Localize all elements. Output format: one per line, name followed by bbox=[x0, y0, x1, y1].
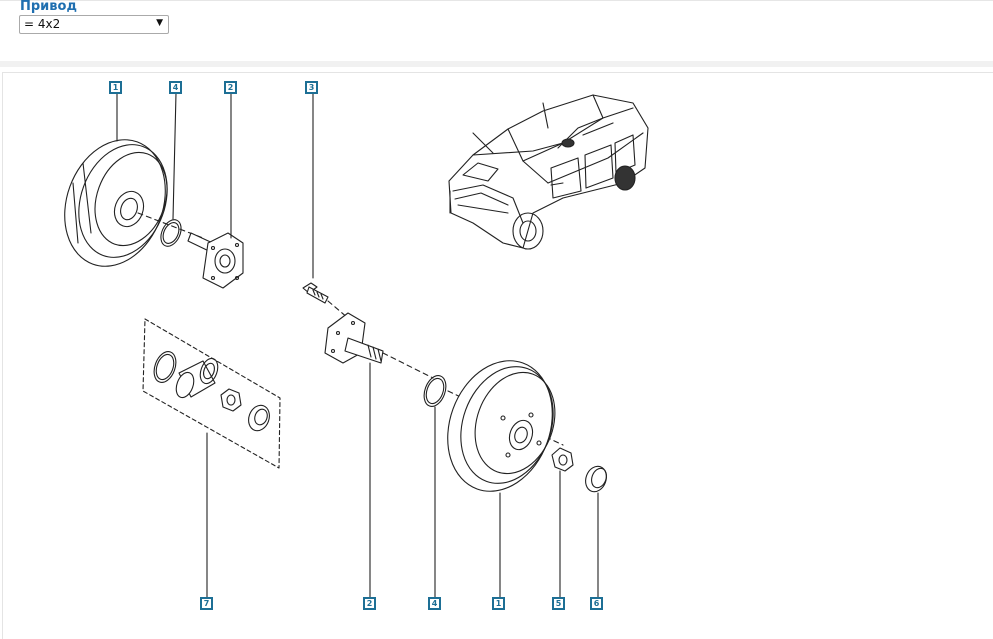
drum-top-left bbox=[64, 139, 168, 267]
chevron-down-icon: ▼ bbox=[156, 18, 163, 28]
drive-select-value: = 4x2 bbox=[24, 17, 61, 31]
callout-2-bottom[interactable]: 2 bbox=[363, 597, 376, 610]
bolt bbox=[302, 282, 329, 304]
callout-5-bottom[interactable]: 5 bbox=[552, 597, 565, 610]
parts-diagram: 1 4 2 3 7 2 4 1 5 6 bbox=[2, 72, 993, 639]
callout-4-bottom[interactable]: 4 bbox=[428, 597, 441, 610]
callout-1-bottom[interactable]: 1 bbox=[492, 597, 505, 610]
drive-filter-label: Привод bbox=[20, 0, 77, 14]
stub-axle-top bbox=[187, 232, 244, 289]
hub-flange-middle bbox=[324, 312, 384, 364]
callout-3-top[interactable]: 3 bbox=[305, 81, 318, 94]
drum-bottom bbox=[447, 360, 556, 492]
callout-4-top[interactable]: 4 bbox=[169, 81, 182, 94]
callout-2-top[interactable]: 2 bbox=[224, 81, 237, 94]
callout-7-bottom[interactable]: 7 bbox=[200, 597, 213, 610]
callout-6-bottom[interactable]: 6 bbox=[590, 597, 603, 610]
nut bbox=[551, 447, 574, 472]
filter-panel: Привод = 4x2 ▼ bbox=[0, 0, 993, 67]
exploded-view-drawing bbox=[64, 92, 649, 598]
car-illustration bbox=[448, 94, 649, 250]
bearing-kit bbox=[153, 351, 270, 432]
drive-select[interactable]: = 4x2 ▼ bbox=[19, 15, 169, 34]
callout-1-top[interactable]: 1 bbox=[109, 81, 122, 94]
hub-cap bbox=[585, 465, 607, 493]
